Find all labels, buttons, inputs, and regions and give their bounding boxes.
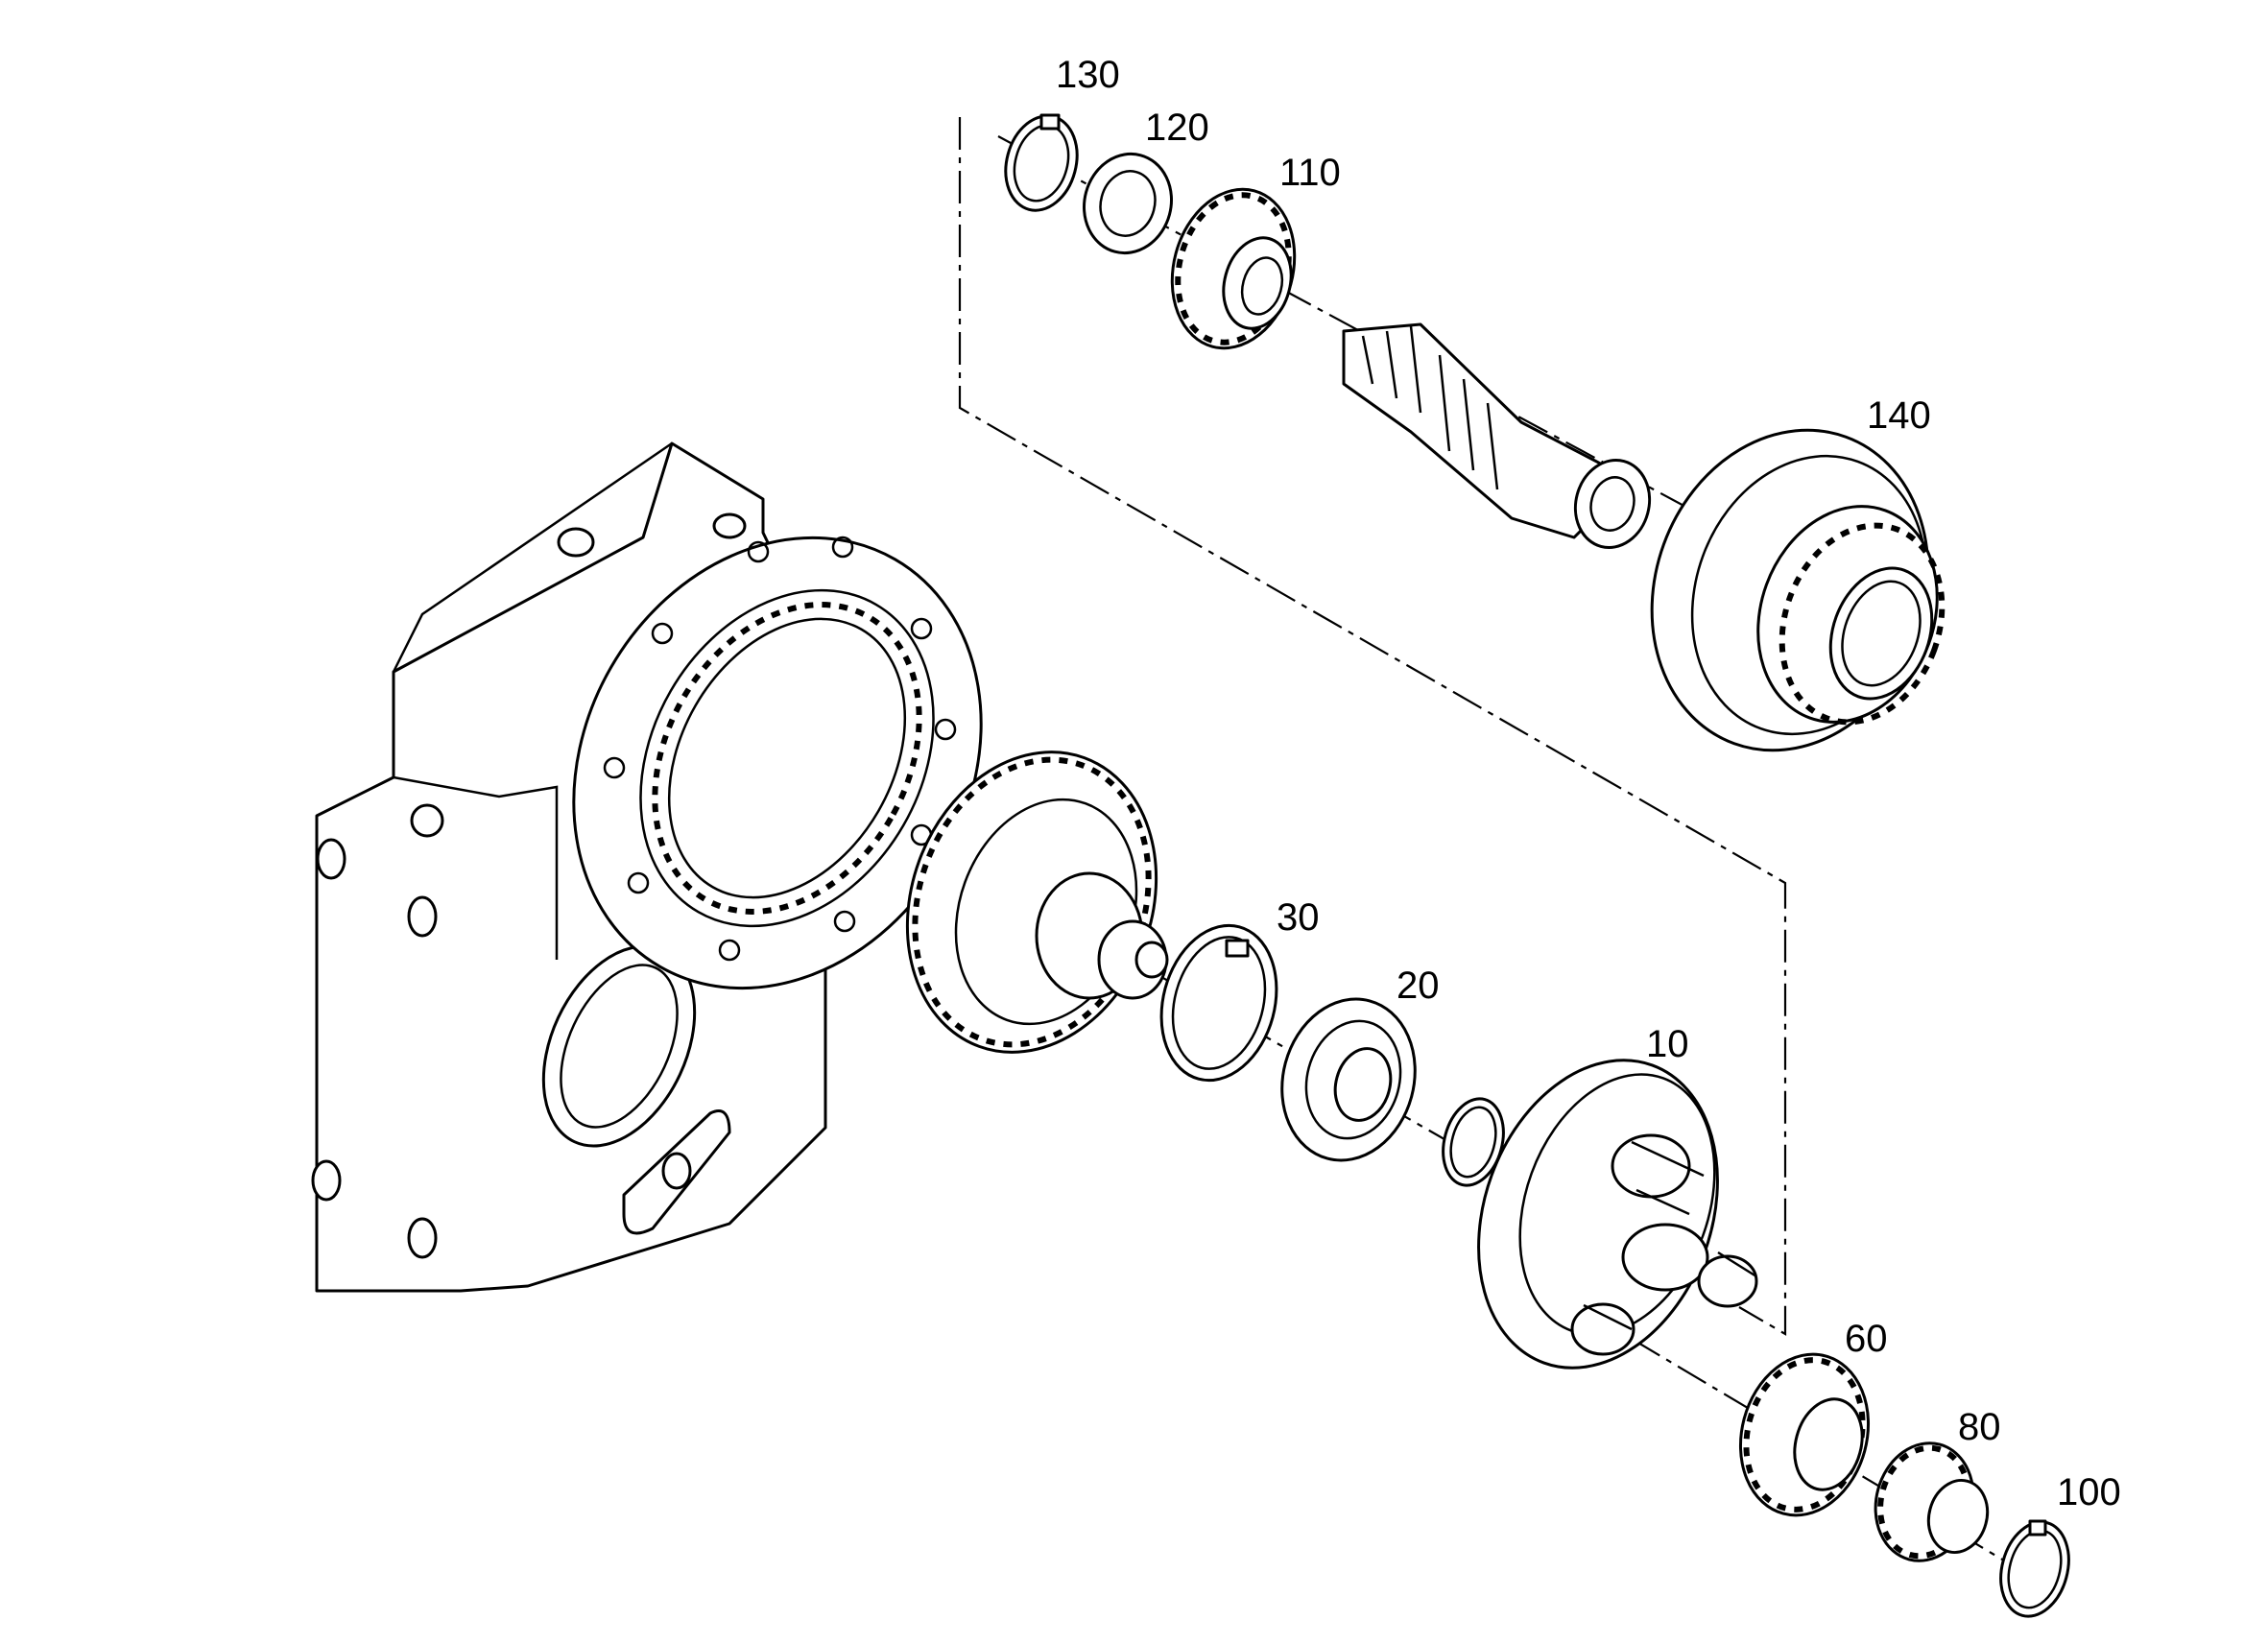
- callout-110: 110: [1279, 152, 1341, 194]
- housing-bolt-hole: [557, 527, 595, 558]
- part-30-snap-ring: [1159, 923, 1278, 1083]
- internal-ring-gear-teeth: [652, 602, 922, 915]
- part-80-needle-bearing: [1874, 1441, 1990, 1562]
- callout-130: 130: [1056, 54, 1120, 96]
- part-110-spur-gear: [1170, 187, 1297, 350]
- gear-hub-teeth: [1779, 522, 1946, 726]
- housing-bolt-hole: [316, 838, 346, 880]
- part-10-planet-carrier: [1477, 1059, 1758, 1370]
- helical-gear-assembly: [905, 751, 1169, 1054]
- part-120-washer: [1082, 152, 1174, 255]
- housing-bolt-hole: [712, 512, 747, 539]
- part-140-gear-hub: [1650, 428, 1946, 752]
- callout-100: 100: [2057, 1471, 2121, 1513]
- part-20-ball-bearing: [1280, 997, 1417, 1162]
- housing-bolt-hole: [407, 895, 438, 938]
- housing-bolt-hole: [407, 1217, 438, 1259]
- retaining-ring: [1442, 1097, 1505, 1187]
- callout-120: 120: [1145, 107, 1209, 149]
- housing-bolt-hole: [410, 803, 444, 838]
- callout-140: 140: [1867, 394, 1931, 437]
- housing-bolt-hole: [311, 1159, 342, 1202]
- callout-10: 10: [1646, 1023, 1689, 1065]
- part-130-snap-ring: [1004, 113, 1079, 212]
- part-60-planet-gear: [1738, 1352, 1871, 1517]
- callout-30: 30: [1277, 896, 1320, 939]
- part-100-snap-ring: [1999, 1519, 2070, 1618]
- splined-shaft: [1342, 322, 1652, 550]
- callout-20: 20: [1397, 965, 1440, 1007]
- gearbox-housing: [311, 441, 983, 1293]
- housing-bolt-hole: [661, 1152, 692, 1190]
- callout-80: 80: [1958, 1406, 2001, 1448]
- callout-60: 60: [1845, 1318, 1888, 1360]
